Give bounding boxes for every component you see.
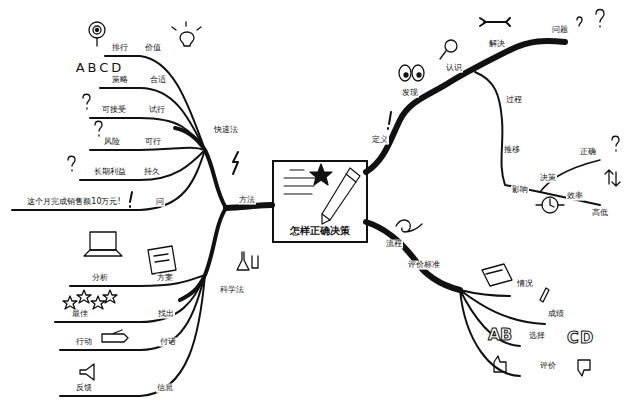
sub-label: 发现 (401, 89, 419, 98)
sub-label: 影响 (511, 186, 529, 195)
branch-label: 问 (155, 198, 165, 207)
sub-label: 过程 (505, 96, 523, 105)
branch-label: 问题 (551, 26, 569, 35)
branch-label: 找出 (157, 310, 175, 319)
sub-label: 可接受 (101, 106, 127, 115)
branch-label: 方法 (238, 196, 256, 205)
sub-label: 评价标准 (407, 261, 441, 270)
sub-label: 分析 (91, 274, 109, 283)
branch-label: 科学法 (219, 286, 245, 295)
branch-label: 付诸 (159, 338, 177, 347)
svg-text:C: C (567, 328, 579, 347)
sub-label: 长期利益 (93, 168, 127, 177)
svg-text:D: D (580, 328, 593, 347)
central-topic-box: 怎样正确决策 (272, 160, 368, 243)
branch-label: 信息 (156, 384, 174, 393)
sub-label: 成绩 (547, 310, 565, 319)
branch-label: 试行 (148, 106, 166, 115)
branch-label: 方案 (156, 274, 174, 283)
sub-label: 评价 (539, 362, 557, 371)
svg-text:B: B (500, 325, 512, 344)
sub-label: 快速法 (213, 126, 239, 135)
sub-label: 解决 (488, 40, 506, 49)
branch-label: 效率 (566, 192, 584, 201)
sub-label: 这个月完成销售额10万元! (26, 198, 121, 207)
branch-label: 认识 (445, 64, 463, 73)
branch-label: 合适 (149, 76, 167, 85)
rank-letters: ABCD (75, 61, 126, 75)
sub-label: 策略 (111, 76, 129, 85)
branch-label: 推移 (503, 146, 521, 155)
branch-label: 定义 (371, 136, 389, 145)
sub-label: 反馈 (75, 384, 93, 393)
sub-label: 行动 (75, 338, 93, 347)
sub-label: 正确 (579, 148, 597, 157)
sub-label: 最佳 (71, 310, 89, 319)
branch-label: 持久 (143, 168, 161, 177)
branch-label: 可行 (144, 138, 162, 147)
branch-label: 决策 (539, 174, 557, 183)
sub-label: 风险 (103, 138, 121, 147)
sub-label: 价值 (144, 44, 162, 53)
branch-label: 选择 (528, 332, 546, 341)
branch-label: 情况 (516, 280, 534, 289)
branch-label: 排行 (111, 44, 129, 53)
sub-label: 高低 (591, 209, 609, 218)
topic-title: 怎样正确决策 (288, 225, 352, 236)
branch-label: 流程 (385, 240, 403, 249)
